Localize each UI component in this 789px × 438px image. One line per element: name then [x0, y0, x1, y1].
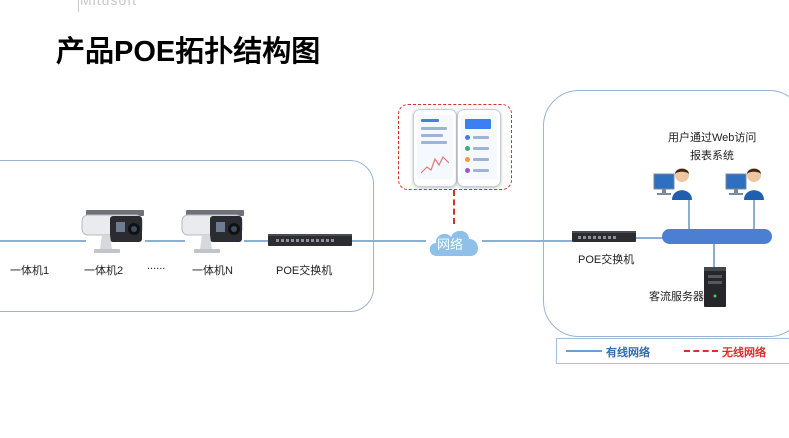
user-computer-icon: [652, 166, 694, 205]
ellipsis-label: ......: [147, 260, 166, 272]
network-label: 网络: [437, 237, 464, 252]
switch-label: POE交换机: [276, 265, 333, 277]
wired-link: [713, 244, 715, 268]
network-bus: [662, 229, 772, 244]
user-computer-icon: [724, 166, 766, 205]
legend-wireless-label: 无线网络: [722, 347, 766, 359]
legend-wired-label: 有线网络: [606, 347, 650, 359]
device-label: 一体机1: [10, 265, 50, 277]
users-label-line1: 用户通过Web访问: [668, 132, 757, 144]
page-title: 产品POE拓扑结构图: [56, 36, 321, 68]
wired-link: [636, 237, 664, 239]
bullet-camera-icon: [80, 210, 150, 259]
wired-link: [145, 240, 185, 242]
wired-link: [244, 240, 274, 242]
mobile-app-group: [398, 104, 512, 190]
users-label-line2: 报表系统: [690, 150, 734, 162]
wired-link: [0, 240, 86, 242]
wired-link: [688, 198, 690, 229]
device-label: 一体机N: [192, 265, 233, 277]
phone-app-icon: [413, 109, 457, 187]
server-tower-icon: [703, 266, 727, 313]
device-label: 一体机2: [84, 265, 124, 277]
logo-divider: [78, 0, 79, 12]
server-network-group: [543, 90, 789, 337]
switch-label: POE交换机: [578, 254, 635, 266]
legend-wireless-swatch: [684, 350, 718, 352]
cloud-icon: [425, 224, 483, 258]
wired-link: [482, 240, 572, 242]
poe-switch-icon: [268, 232, 352, 253]
bullet-camera-icon: [180, 210, 250, 259]
wireless-link: [453, 190, 455, 224]
server-label: 客流服务器: [649, 291, 704, 303]
wired-link: [753, 198, 755, 229]
wired-link: [352, 240, 426, 242]
legend-wired-swatch: [566, 350, 602, 352]
logo-text: Mitusoft: [80, 0, 138, 8]
phone-app-icon: [457, 109, 501, 187]
poe-switch-icon: [572, 230, 636, 249]
